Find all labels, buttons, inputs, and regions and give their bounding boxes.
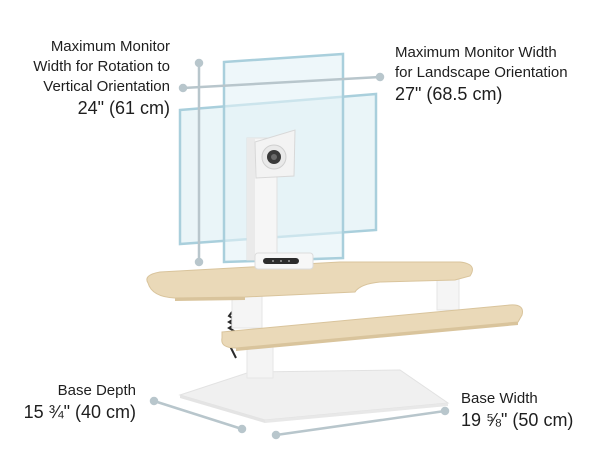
vesa-mount [254,129,296,179]
base-depth-annotation: Base Depth 15 ¾" (40 cm) [0,381,136,423]
vertical-monitor-value: 24" (61 cm) [77,98,170,118]
keyboard-tray [221,304,523,351]
landscape-monitor-annotation: Maximum Monitor Width for Landscape Orie… [395,43,600,105]
base-width-value: 19 ⅝" (50 cm) [461,410,574,430]
work-surface [146,261,473,301]
base-depth-label: Base Depth [57,382,136,399]
landscape-monitor-line-2: for Landscape Orientation [395,64,568,81]
base-depth-value: 15 ¾" (40 cm) [23,402,136,422]
vertical-monitor-line-1: Maximum Monitor [50,38,170,55]
dimension-lines [149,58,450,440]
landscape-monitor-line-1: Maximum Monitor Width [395,44,557,61]
control-panel [254,252,314,270]
base-plate [178,369,450,423]
landscape-monitor-value: 27" (68.5 cm) [395,84,503,104]
vertical-monitor-line-3: Vertical Orientation [43,78,170,95]
base-width-annotation: Base Width 19 ⅝" (50 cm) [461,389,600,431]
vertical-monitor-annotation: Maximum Monitor Width for Rotation to Ve… [0,37,170,119]
base-width-label: Base Width [461,390,538,407]
vertical-monitor-line-2: Width for Rotation to [33,58,170,75]
